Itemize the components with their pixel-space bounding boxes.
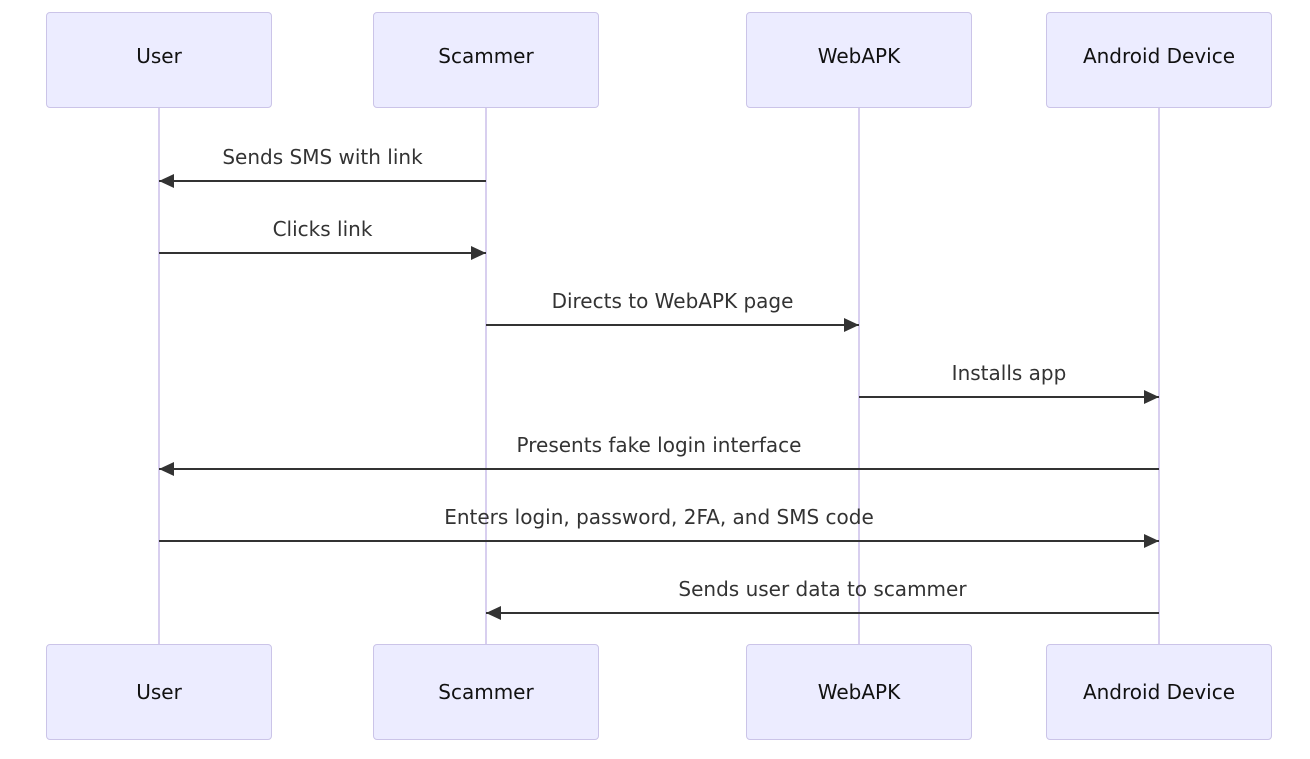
message-5-line <box>159 468 1159 470</box>
actor-box-bottom-webapk: WebAPK <box>746 644 972 740</box>
actor-label: Scammer <box>438 44 534 68</box>
message-2-line <box>159 252 486 254</box>
message-3-label: Directs to WebAPK page <box>551 289 794 313</box>
actor-label: Android Device <box>1082 680 1236 704</box>
actor-box-top-android-device: Android Device <box>1046 12 1272 108</box>
lifeline-webapk <box>858 108 860 644</box>
message-2-label: Clicks link <box>272 217 373 241</box>
actor-label: WebAPK <box>817 44 901 68</box>
message-4-arrowhead <box>1144 390 1159 404</box>
message-7-arrowhead <box>486 606 501 620</box>
actor-box-bottom-android-device: Android Device <box>1046 644 1272 740</box>
message-7-label: Sends user data to scammer <box>678 577 967 601</box>
message-3-line <box>486 324 859 326</box>
actor-box-bottom-scammer: Scammer <box>373 644 599 740</box>
message-5-label: Presents fake login interface <box>516 433 802 457</box>
actor-label: User <box>136 44 182 68</box>
lifeline-user <box>158 108 160 644</box>
message-4-label: Installs app <box>951 361 1067 385</box>
message-1-label: Sends SMS with link <box>222 145 423 169</box>
message-1-arrowhead <box>159 174 174 188</box>
message-6-arrowhead <box>1144 534 1159 548</box>
actor-label: Scammer <box>438 680 534 704</box>
message-5-arrowhead <box>159 462 174 476</box>
actor-box-top-scammer: Scammer <box>373 12 599 108</box>
message-2-arrowhead <box>471 246 486 260</box>
actor-label: WebAPK <box>817 680 901 704</box>
message-6-label: Enters login, password, 2FA, and SMS cod… <box>444 505 874 529</box>
message-7-line <box>486 612 1159 614</box>
message-3-arrowhead <box>844 318 859 332</box>
actor-box-top-webapk: WebAPK <box>746 12 972 108</box>
actor-label: Android Device <box>1082 44 1236 68</box>
lifeline-scammer <box>485 108 487 644</box>
lifeline-android-device <box>1158 108 1160 644</box>
message-6-line <box>159 540 1159 542</box>
actor-box-top-user: User <box>46 12 272 108</box>
actor-box-bottom-user: User <box>46 644 272 740</box>
message-4-line <box>859 396 1159 398</box>
actor-label: User <box>136 680 182 704</box>
message-1-line <box>159 180 486 182</box>
